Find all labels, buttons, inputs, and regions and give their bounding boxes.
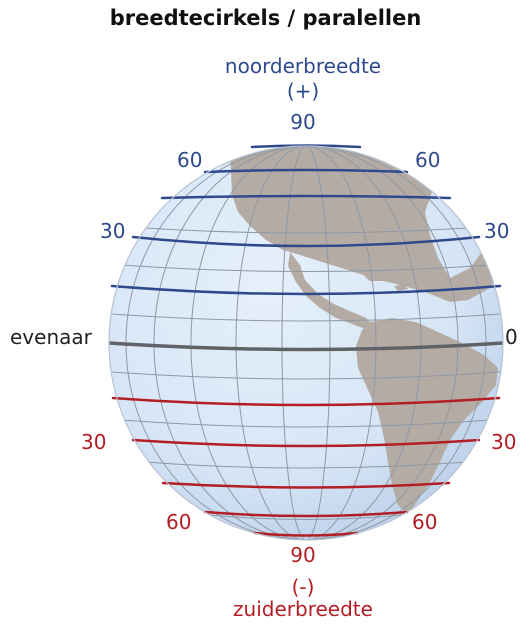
parallel-south-30: [131, 438, 481, 448]
latitude-label-north-60-left: 60: [177, 148, 203, 172]
equator-line: [108, 341, 504, 352]
caribbean-islands: [364, 273, 408, 291]
north-label: noorderbreedte: [224, 54, 382, 78]
latitude-label-north-60-right: 60: [415, 148, 441, 172]
latitude-label-south-60-right: 60: [412, 510, 438, 534]
minor-parallels: [111, 227, 501, 520]
latitude-label-north-30-left: 30: [100, 219, 126, 243]
latitude-label-south-60-left: 60: [166, 510, 192, 534]
parallel-north-30: [131, 235, 481, 248]
parallel-north-75: [203, 168, 409, 174]
parallel-south-45: [161, 481, 451, 489]
central-america-landmass: [288, 252, 374, 330]
latitude-label-north-90: 90: [290, 110, 316, 134]
parallel-north-15: [110, 284, 502, 296]
equator-label: evenaar: [10, 325, 92, 349]
parallel-south-15: [111, 396, 501, 407]
north-america-landmass: [230, 146, 503, 302]
latitude-label-south-90: 90: [290, 543, 316, 567]
parallel-south-60: [203, 510, 409, 518]
equator-value: 0: [505, 325, 518, 349]
latitude-label-north-30-right: 30: [484, 219, 510, 243]
latitude-label-south-30-right: 30: [491, 430, 517, 454]
south-america-landmass: [356, 318, 498, 515]
parallel-south-90: [253, 531, 359, 537]
parallel-north-60: [160, 194, 452, 200]
south-label: zuiderbreedte: [233, 597, 373, 621]
north-sign: (+): [286, 79, 320, 103]
south-sign: (-): [291, 575, 315, 599]
latitude-label-south-30-left: 30: [81, 430, 107, 454]
diagram-title: breedtecirkels / paralellen: [109, 6, 422, 30]
